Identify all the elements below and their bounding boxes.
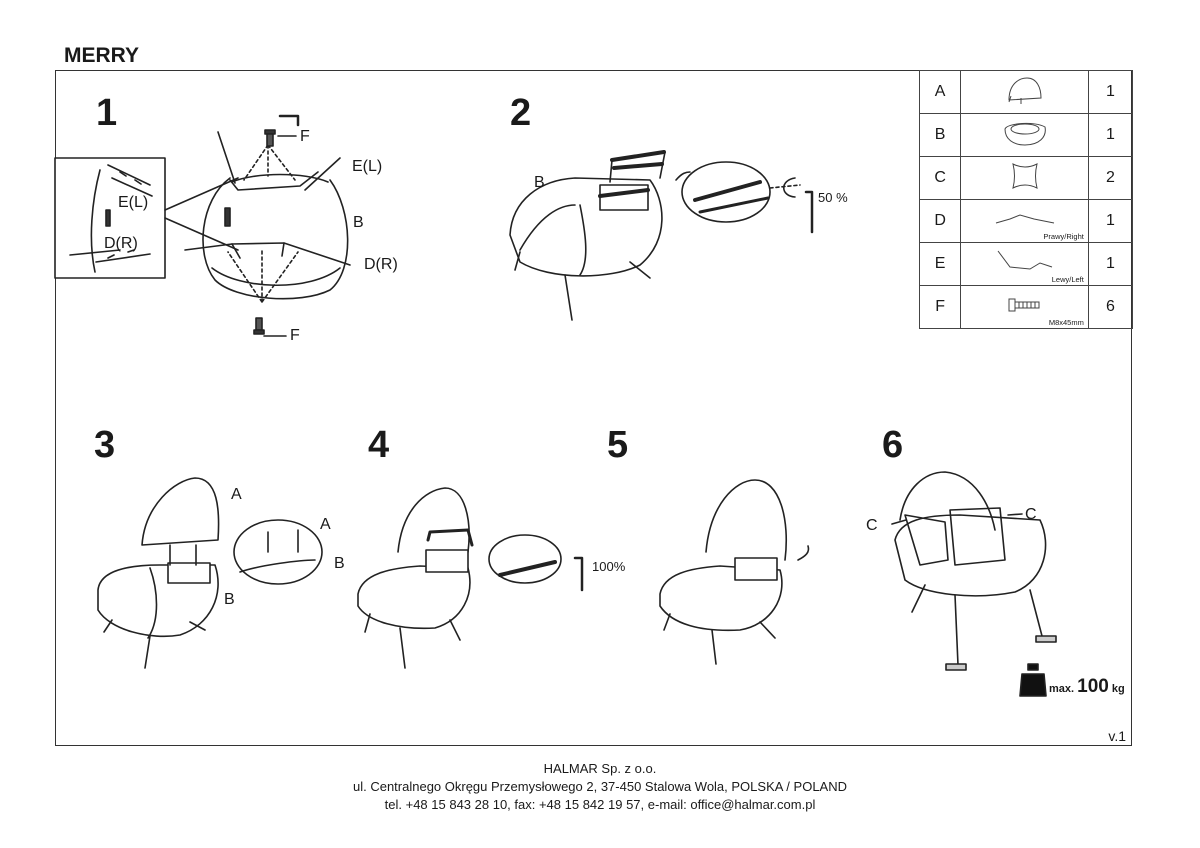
step1-label-f-top: F xyxy=(300,128,310,145)
seat-shell-icon xyxy=(1004,122,1046,146)
step-number-6: 6 xyxy=(882,424,904,466)
step6-chair-illustration xyxy=(891,471,1057,671)
step4-torque-setting: 100% xyxy=(592,559,626,574)
footer-company: HALMAR Sp. z o.o. xyxy=(543,761,657,776)
step2-zoom-callout xyxy=(681,161,814,234)
step3-zoom-label-a: A xyxy=(320,516,331,533)
step3-zoom-label-b: B xyxy=(334,555,345,572)
step1-bolt-icon-bottom xyxy=(253,317,287,337)
step1-bolt-icon-top xyxy=(264,114,300,147)
step2-chair-illustration xyxy=(509,150,691,321)
footer-contact: tel. +48 15 843 28 10, fax: +48 15 842 1… xyxy=(384,797,816,812)
bolt-icon xyxy=(1008,298,1040,311)
step3-zoom-callout xyxy=(233,519,323,585)
step-number-1: 1 xyxy=(96,92,118,134)
part-quantity: 1 xyxy=(1087,113,1134,157)
backrest-icon xyxy=(1008,76,1042,104)
step-number-3: 3 xyxy=(94,424,116,466)
part-quantity: 1 xyxy=(1087,70,1134,114)
footer-address: ul. Centralnego Okręgu Przemysłowego 2, … xyxy=(352,779,847,794)
part-letter: D xyxy=(918,199,962,243)
instruction-frame xyxy=(55,70,1132,746)
step2-torque-setting: 50 % xyxy=(818,190,848,205)
part-letter: C xyxy=(918,156,962,200)
step3-label-a: A xyxy=(231,486,242,503)
step-number-5: 5 xyxy=(607,424,629,466)
parts-row: A 1 xyxy=(918,70,1134,114)
max-load-unit: kg xyxy=(1111,683,1125,695)
step2-label-b: B xyxy=(534,174,545,191)
cushion-icon xyxy=(1011,162,1038,189)
part-picture: M8x45mm xyxy=(960,285,1089,329)
part-caption: Lewy/Left xyxy=(1051,275,1084,284)
part-picture xyxy=(960,70,1089,114)
right-leg-frame-icon xyxy=(995,213,1054,223)
parts-row: B 1 xyxy=(918,113,1134,157)
part-picture xyxy=(960,156,1089,200)
part-letter: A xyxy=(918,70,962,114)
step1-label-f-bottom: F xyxy=(290,327,300,344)
step1-label-d-right: D(R) xyxy=(364,256,398,273)
left-leg-frame-icon xyxy=(997,250,1052,270)
part-letter: F xyxy=(918,285,962,329)
step-number-2: 2 xyxy=(510,92,532,134)
part-picture xyxy=(960,113,1089,157)
step1-seat-shell-illustration xyxy=(184,131,351,303)
part-letter: B xyxy=(918,113,962,157)
document-title: MERRY xyxy=(64,44,140,67)
part-picture: Lewy/Left xyxy=(960,242,1089,286)
part-quantity: 2 xyxy=(1087,156,1134,200)
part-picture: Prawy/Right xyxy=(960,199,1089,243)
max-load-indicator: max. 100 kg xyxy=(1049,676,1125,698)
parts-row: F M8x45mm 6 xyxy=(918,285,1134,329)
part-caption: Prawy/Right xyxy=(1043,232,1084,241)
part-letter: E xyxy=(918,242,962,286)
step3-chair-illustration xyxy=(97,544,219,669)
step5-chair-illustration xyxy=(659,479,810,665)
step1-zoom-inset-illustration xyxy=(54,157,239,279)
part-quantity: 1 xyxy=(1087,199,1134,243)
company-footer: HALMAR Sp. z o.o. ul. Centralnego Okręgu… xyxy=(0,760,1200,814)
step6-label-c-right: C xyxy=(1025,506,1037,523)
step4-chair-illustration xyxy=(357,487,474,669)
parts-list-table: A 1 B 1 C 2 D Prawy/Right xyxy=(918,70,1134,329)
step4-zoom-callout xyxy=(488,534,584,592)
part-quantity: 6 xyxy=(1087,285,1134,329)
step1-label-b: B xyxy=(353,214,364,231)
step-number-4: 4 xyxy=(368,424,390,466)
step3-backrest-illustration xyxy=(141,477,220,546)
document-version: v.1 xyxy=(1108,728,1126,744)
weight-icon xyxy=(1019,663,1047,697)
part-caption: M8x45mm xyxy=(1048,318,1084,327)
parts-row: D Prawy/Right 1 xyxy=(918,199,1134,243)
step3-label-b: B xyxy=(224,591,235,608)
parts-row: E Lewy/Left 1 xyxy=(918,242,1134,286)
max-load-value: 100 xyxy=(1077,676,1109,697)
step1-label-e-left: E(L) xyxy=(352,158,383,175)
step1-zoom-label-d-right: D(R) xyxy=(104,235,138,252)
parts-row: C 2 xyxy=(918,156,1134,200)
step6-label-c-left: C xyxy=(866,517,878,534)
step1-zoom-label-e-left: E(L) xyxy=(118,194,149,211)
max-load-prefix: max. xyxy=(1049,683,1075,695)
part-quantity: 1 xyxy=(1087,242,1134,286)
